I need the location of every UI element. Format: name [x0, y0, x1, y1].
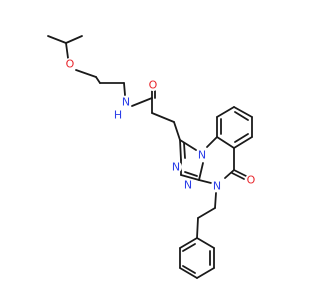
amide-nitrogen-label: N — [122, 96, 130, 109]
pyrimidinone-ring — [198, 136, 247, 184]
bond-ch2-ch2b — [197, 207, 216, 219]
ether-oxygen-label: O — [66, 58, 75, 71]
bond-p4 — [179, 267, 198, 279]
bond-c3a-n4 — [198, 162, 204, 181]
amide-group — [131, 89, 181, 141]
bond-c1-n4 — [179, 139, 197, 151]
bond-co-o-2 — [231, 172, 245, 180]
bond-p6-double — [182, 243, 196, 252]
atom-lactam-nitrogen: N — [211, 180, 223, 193]
atom-amide-nitrogen: N H — [114, 96, 132, 122]
bond-b6-double — [234, 133, 249, 143]
isopropyl-group — [47, 35, 83, 59]
propyl-linker — [75, 69, 126, 96]
bond-p6 — [179, 237, 198, 249]
bond-c1-n2 — [179, 139, 182, 161]
bond-c1-n2-double — [183, 142, 186, 159]
bond-methyl-2 — [65, 35, 83, 44]
atom-ring-nitrogen-bridge: N — [196, 149, 208, 162]
bond-n3-c3a-double — [184, 171, 198, 177]
bond-b1 — [216, 136, 235, 149]
bond-p4-double — [182, 265, 196, 274]
structure-diagram: O N H O N N N N O — [47, 35, 257, 279]
ring-nitrogen-bridge-label: N — [198, 149, 206, 162]
bond-c3a-n — [198, 179, 212, 184]
lactam-nitrogen-label: N — [213, 180, 221, 193]
benzo-ring — [216, 106, 253, 149]
bond-c1-c2a — [95, 76, 101, 84]
bond-ch2-ring — [173, 121, 181, 141]
bond-co-o-1 — [233, 169, 247, 177]
bond-o-c1 — [75, 69, 97, 78]
atom-lactam-oxygen: O — [245, 174, 257, 187]
amide-oxygen-label: O — [149, 79, 158, 92]
triazole-nitrogen-a-label: N — [172, 161, 180, 174]
lactam-oxygen-label: O — [247, 174, 256, 187]
bond-ch2-ch2 — [151, 112, 175, 123]
bond-ch-o — [65, 42, 69, 59]
bond-ch2-phenyl — [196, 217, 199, 239]
bond-b6 — [233, 136, 253, 149]
bond-n3-c3a — [180, 174, 200, 181]
atom-ether-oxygen: O — [64, 58, 76, 71]
atom-labels: O N H O N N N N O — [64, 58, 257, 193]
bond-b4-double — [234, 111, 249, 121]
bond-p3 — [196, 267, 215, 279]
triazole-ring — [179, 139, 204, 181]
bond-n-co — [224, 169, 235, 179]
bond-methyl-1 — [47, 35, 67, 44]
bond-c3-n — [123, 82, 126, 96]
atom-triazole-nitrogen-b: N — [182, 179, 194, 192]
phenethyl-chain — [196, 192, 217, 239]
atom-triazole-nitrogen-a: N — [170, 161, 182, 174]
bond-b4 — [233, 106, 253, 118]
bond-n-carbonyl — [131, 97, 153, 107]
bond-n-ch2 — [214, 192, 217, 209]
molecule-canvas: O N H O N N N N O — [47, 35, 257, 279]
bond-p1 — [196, 237, 215, 249]
amide-hydrogen-label: H — [114, 109, 122, 122]
atom-amide-oxygen: O — [147, 79, 159, 92]
bond-n-benz — [206, 136, 218, 148]
triazole-nitrogen-b-label: N — [184, 179, 192, 192]
bond-b3 — [216, 106, 235, 118]
phenyl-ring — [179, 237, 215, 279]
